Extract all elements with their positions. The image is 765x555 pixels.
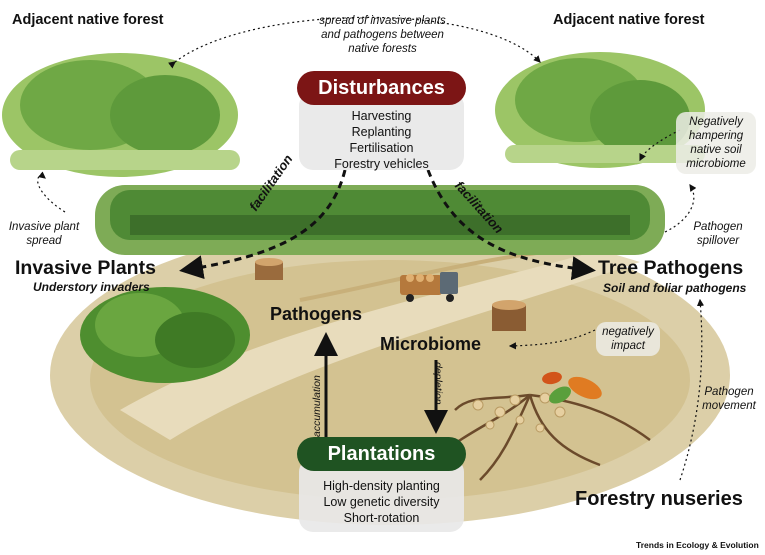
negative-impact-arrow <box>508 329 596 350</box>
left-forest-label: Adjacent native forest <box>12 12 164 28</box>
plantation-tree-rows <box>95 185 665 255</box>
microbiome-label: Microbiome <box>380 334 482 354</box>
note-line: negatively <box>602 326 654 338</box>
top-note-line: and pathogens between <box>321 29 444 41</box>
plantations-title: Plantations <box>297 437 466 471</box>
note-line: Pathogen <box>693 221 743 233</box>
understory-bush <box>80 287 250 383</box>
right-forest-illustration <box>495 52 705 168</box>
pathogen-movement-arrow <box>679 298 705 481</box>
disturbance-item: Replanting <box>351 125 412 139</box>
note-line: hampering <box>688 130 744 142</box>
invasive-spread-arrow <box>37 171 66 213</box>
spillover-note: Pathogen spillover <box>685 220 751 248</box>
tree-stumps <box>255 258 526 331</box>
note-line: microbiome <box>686 158 746 170</box>
plantation-item: Short-rotation <box>343 511 420 525</box>
top-note-line: native forests <box>348 43 417 55</box>
invasive-plants-subtitle: Understory invaders <box>33 280 150 294</box>
top-spread-arrow <box>168 16 541 69</box>
plantation-item: Low genetic diversity <box>323 495 440 509</box>
hampering-note: Negatively hampering native soil microbi… <box>676 112 756 174</box>
note-line: Pathogen <box>704 386 754 398</box>
negative-impact-note: negatively impact <box>596 322 660 356</box>
disturbance-item: Forestry vehicles <box>334 157 429 171</box>
top-note-line: spread of invasive plants <box>319 15 446 27</box>
invasive-plants-title: Invasive Plants <box>15 257 156 279</box>
invasive-spread-note: Invasive plant spread <box>4 220 84 248</box>
tree-pathogens-title: Tree Pathogens <box>598 257 744 279</box>
leaves <box>542 371 602 404</box>
forestry-nurseries-label: Forestry nuseries <box>575 488 743 510</box>
disturbance-item: Harvesting <box>351 109 412 123</box>
disturbance-item: Fertilisation <box>349 141 414 155</box>
depletion-label: depletion <box>432 362 444 405</box>
note-line: spillover <box>696 235 740 247</box>
facilitation-arrow-right <box>426 169 596 281</box>
top-spread-note: spread of invasive plants and pathogens … <box>300 14 465 56</box>
spillover-arrow <box>664 184 697 233</box>
note-line: native soil <box>690 144 742 156</box>
left-forest-illustration <box>2 53 240 177</box>
logging-truck <box>400 272 458 302</box>
right-forest-label: Adjacent native forest <box>553 12 705 28</box>
journal-credit: Trends in Ecology & Evolution <box>636 540 759 550</box>
note-line: spread <box>26 235 62 247</box>
note-line: movement <box>702 400 756 412</box>
tree-pathogens-subtitle: Soil and foliar pathogens <box>603 281 747 295</box>
hampering-arrow <box>639 129 681 162</box>
disturbances-title: Disturbances <box>297 71 466 105</box>
pathogen-movement-note: Pathogen movement <box>698 385 760 413</box>
note-line: Invasive plant <box>8 221 80 233</box>
pathogens-label: Pathogens <box>270 304 363 324</box>
facilitation-arrow-left <box>179 169 347 280</box>
note-line: Negatively <box>689 116 743 128</box>
accumulation-label: accumulation <box>311 375 323 437</box>
fungal-bodies <box>472 392 566 433</box>
disturbances-box: Harvesting Replanting Fertilisation Fore… <box>299 92 464 171</box>
plantation-item: High-density planting <box>323 479 440 493</box>
note-line: impact <box>611 340 645 352</box>
